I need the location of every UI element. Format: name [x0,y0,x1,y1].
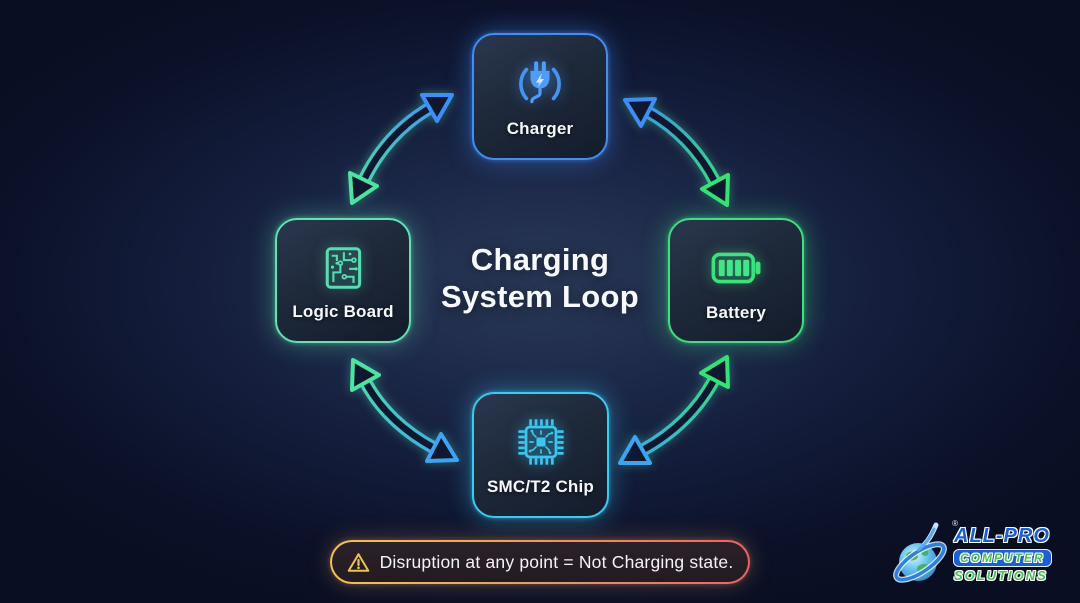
warning-banner: Disruption at any point = Not Charging s… [330,540,750,584]
arrow-smc-logicboard [350,358,459,463]
node-charger: Charger [472,33,608,160]
power-plug-charging-icon [511,55,569,113]
arrow-charger-battery [623,97,730,207]
arrow-logicboard-charger [348,93,454,205]
processor-chip-icon [512,413,570,471]
node-label-battery: Battery [706,302,766,322]
brand-name-computer: COMPUTER [954,550,1051,566]
node-label-smc-chip: SMC/T2 Chip [486,477,595,496]
warning-triangle-icon [347,552,370,573]
brand-logo: ® ALL-PRO COMPUTER SOLUTIONS [888,513,1076,595]
brand-name-solutions: SOLUTIONS [954,568,1048,583]
node-label-logic-board: Logic Board [292,301,394,321]
node-label-charger: Charger [506,118,574,138]
globe-swoosh-logo-icon: ® [888,515,958,593]
circuit-board-icon [315,240,371,296]
title-line-1: Charging [470,242,610,277]
page-title: Charging System Loop [370,241,710,315]
brand-name-allpro: ALL-PRO [954,525,1050,547]
registered-mark: ® [952,519,958,528]
battery-level-icon [707,239,765,297]
arrow-battery-smc [618,355,730,465]
warning-text: Disruption at any point = Not Charging s… [379,551,734,572]
node-smc-chip: SMC/T2 Chip [472,392,609,518]
node-battery: Battery [668,218,804,343]
node-logic-board: Logic Board [275,218,411,343]
title-line-2: System Loop [441,279,639,314]
